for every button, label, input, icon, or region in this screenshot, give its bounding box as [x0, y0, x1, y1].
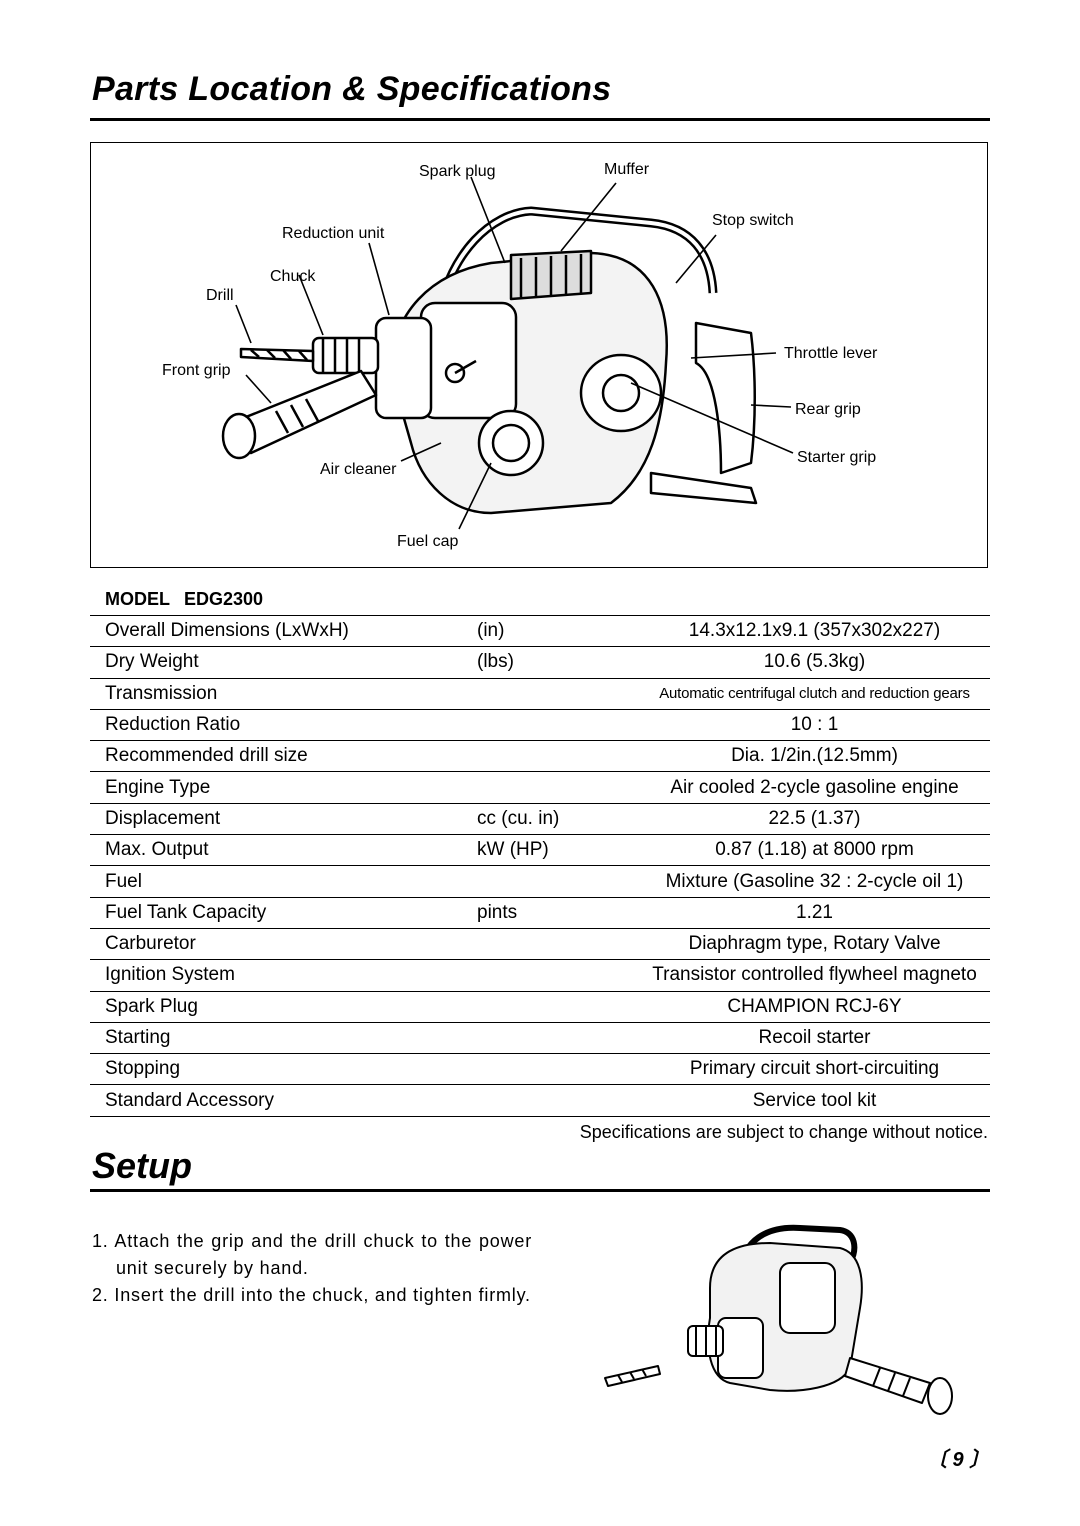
- label-air-cleaner: Air cleaner: [320, 461, 397, 478]
- setup-illustration: [604, 1224, 953, 1415]
- spec-row: Recommended drill size Dia. 1/2in.(12.5mm…: [90, 740, 990, 773]
- spec-row: Engine Type Air cooled 2-cycle gasoline e…: [90, 771, 990, 804]
- spec-item: Displacement: [90, 803, 477, 836]
- spec-unit: kW (HP): [477, 834, 647, 867]
- title-rule: [90, 118, 990, 121]
- spec-row: Carburetor Diaphragm type, Rotary Valve: [90, 928, 990, 961]
- spec-unit: pints: [477, 897, 647, 929]
- spec-note: Specifications are subject to change wit…: [579, 1122, 988, 1142]
- spec-value: Primary circuit short-circuiting: [647, 1053, 990, 1086]
- page-number: 〔 9 〕: [927, 1449, 990, 1471]
- model-label: MODEL: [105, 589, 170, 609]
- spec-value: Mixture (Gasoline 32 : 2-cycle oil 1): [647, 865, 990, 898]
- spec-unit: [477, 991, 647, 1023]
- spec-unit: cc (cu. in): [477, 803, 647, 836]
- spec-row: Standard Accessory Service tool kit: [90, 1084, 990, 1117]
- spec-item: Starting: [90, 1022, 477, 1055]
- spec-item: Engine Type: [90, 771, 477, 804]
- parts-location-figure: Spark plug Muffer Reduction unit Stop sw…: [90, 142, 988, 568]
- spec-unit: [477, 959, 647, 992]
- label-stop-switch: Stop switch: [712, 212, 794, 229]
- spec-item: Reduction Ratio: [90, 709, 477, 742]
- label-throttle-lever: Throttle lever: [784, 345, 878, 362]
- spec-item: Carburetor: [90, 928, 477, 961]
- spec-unit: [477, 1084, 647, 1117]
- spec-value: 14.3x12.1x9.1 (357x302x227): [647, 614, 990, 648]
- spec-table: Overall Dimensions (LxWxH)(in)14.3x12.1x…: [90, 614, 990, 1117]
- spec-value: Diaphragm type, Rotary Valve: [647, 928, 990, 961]
- setup-step: 1. Attach the grip and the drill chuck t…: [92, 1231, 532, 1278]
- setup-title: Setup: [92, 1145, 193, 1186]
- spec-unit: [477, 709, 647, 742]
- spec-item: Max. Output: [90, 834, 477, 867]
- spec-value: Transistor controlled flywheel magneto: [647, 959, 990, 992]
- model-name: EDG2300: [184, 589, 264, 609]
- setup-rule: [90, 1189, 990, 1192]
- spec-value: 1.21: [647, 897, 990, 929]
- engine-drill-illustration: [221, 176, 794, 530]
- model-heading: MODEL EDG2300: [105, 589, 277, 610]
- spec-item: Recommended drill size: [90, 740, 477, 773]
- label-starter-grip: Starter grip: [797, 449, 877, 466]
- spec-row: Spark Plug CHAMPION RCJ-6Y: [90, 991, 990, 1023]
- label-muffler: Muffer: [604, 161, 650, 178]
- label-spark-plug: Spark plug: [419, 163, 496, 180]
- spec-row: Ignition System Transistor controlled fly…: [90, 959, 990, 992]
- spec-row: Transmission Automatic centrifugal clutch…: [90, 678, 990, 710]
- setup-step: 2. Insert the drill into the chuck, and …: [92, 1285, 531, 1305]
- spec-item: Transmission: [90, 678, 477, 710]
- spec-item: Stopping: [90, 1053, 477, 1086]
- label-reduction-unit: Reduction unit: [282, 225, 385, 242]
- spec-item: Fuel Tank Capacity: [90, 897, 477, 929]
- spec-value: Service tool kit: [647, 1084, 990, 1117]
- label-chuck: Chuck: [270, 268, 316, 285]
- label-front-grip: Front grip: [162, 362, 231, 379]
- spec-item: Dry Weight: [90, 646, 477, 679]
- spec-value: Automatic centrifugal clutch and reducti…: [647, 678, 990, 710]
- spec-unit: [477, 928, 647, 961]
- spec-unit: [477, 865, 647, 898]
- spec-value: Air cooled 2-cycle gasoline engine: [647, 771, 990, 804]
- label-rear-grip: Rear grip: [795, 401, 861, 418]
- spec-row: Dry Weight(lbs)10.6 (5.3kg): [90, 646, 990, 679]
- spec-value: Recoil starter: [647, 1022, 990, 1055]
- spec-value: CHAMPION RCJ-6Y: [647, 991, 990, 1023]
- page-title: Parts Location & Specifications: [92, 70, 612, 108]
- spec-unit: [477, 740, 647, 773]
- spec-value: 10 : 1: [647, 709, 990, 742]
- spec-item: Overall Dimensions (LxWxH): [90, 614, 477, 648]
- spec-unit: (lbs): [477, 646, 647, 679]
- spec-unit: [477, 1022, 647, 1055]
- spec-value: 0.87 (1.18) at 8000 rpm: [647, 834, 990, 867]
- label-drill: Drill: [206, 287, 234, 304]
- spec-row: Fuel Mixture (Gasoline 32 : 2-cycle oil 1…: [90, 865, 990, 898]
- spec-row: Stopping Primary circuit short-circuiting: [90, 1053, 990, 1086]
- spec-unit: [477, 771, 647, 804]
- spec-unit: [477, 1053, 647, 1086]
- spec-row: Overall Dimensions (LxWxH)(in)14.3x12.1x…: [90, 614, 990, 648]
- spec-value: 10.6 (5.3kg): [647, 646, 990, 679]
- spec-item: Fuel: [90, 865, 477, 898]
- spec-value: Dia. 1/2in.(12.5mm): [647, 740, 990, 773]
- spec-item: Spark Plug: [90, 991, 477, 1023]
- spec-unit: [477, 678, 647, 710]
- setup-steps: 1. Attach the grip and the drill chuck t…: [92, 1228, 532, 1309]
- spec-row: Reduction Ratio 10 : 1: [90, 709, 990, 742]
- label-fuel-cap: Fuel cap: [397, 533, 459, 550]
- spec-unit: (in): [477, 614, 647, 648]
- spec-item: Ignition System: [90, 959, 477, 992]
- spec-value: 22.5 (1.37): [647, 803, 990, 836]
- spec-item: Standard Accessory: [90, 1084, 477, 1117]
- spec-row: Starting Recoil starter: [90, 1022, 990, 1055]
